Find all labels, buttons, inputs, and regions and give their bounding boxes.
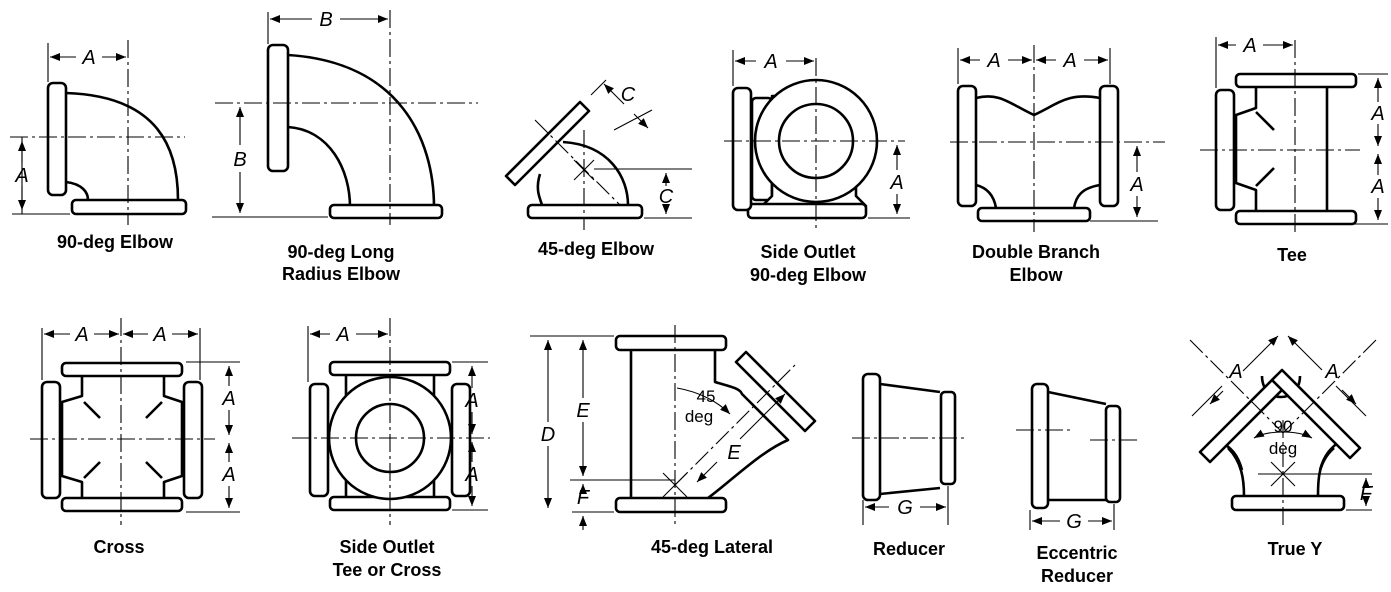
dim-label: A: [1370, 176, 1384, 198]
dim-label: A: [1324, 361, 1338, 383]
caption-line: Side Outlet: [760, 242, 855, 262]
fitting-lateral: D E F E 45 deg 45-deg Lateral: [530, 325, 817, 557]
fitting-eccentric-reducer: G Eccentric Reducer: [1016, 382, 1140, 586]
dim-label: A: [1129, 174, 1143, 196]
caption-line: Reducer: [1041, 566, 1113, 586]
fitting-cross: A A A A Cross: [30, 318, 240, 557]
fitting-double-branch-elbow: A A A Double Branch Elbow: [950, 45, 1165, 285]
fitting-side-outlet-elbow: A A Side Outlet 90-deg Elbow: [724, 50, 910, 285]
fitting-elbow45: C C 45-deg Elbow: [504, 79, 692, 259]
dim-label: A: [221, 388, 235, 410]
caption-line: 45-deg Lateral: [651, 537, 773, 557]
fitting-long-radius-elbow: B B 90-deg Long Radius Elbow: [212, 9, 478, 284]
dim-label: B: [319, 9, 332, 31]
dim-label: A: [81, 47, 95, 69]
dim-label: A: [889, 172, 903, 194]
caption-line: Reducer: [873, 539, 945, 559]
dim-label: D: [541, 424, 555, 446]
dim-label: A: [152, 324, 166, 346]
fitting-elbow90: A A 90-deg Elbow: [10, 40, 188, 252]
dim-label: B: [233, 149, 246, 171]
dim-label: A: [14, 165, 28, 187]
caption-line: Tee or Cross: [333, 560, 442, 580]
angle-label: 45: [697, 387, 716, 406]
caption-line: Eccentric: [1036, 543, 1117, 563]
dim-label: A: [464, 390, 478, 412]
fitting-tee: A A A Tee: [1200, 35, 1388, 265]
dim-label: F: [577, 487, 591, 509]
caption-line: Side Outlet: [339, 537, 434, 557]
caption-line: Elbow: [1010, 265, 1064, 285]
caption-line: True Y: [1268, 539, 1323, 559]
caption-line: Cross: [93, 537, 144, 557]
dim-label: F: [1360, 483, 1374, 505]
dim-label: A: [986, 50, 1000, 72]
dim-label: A: [1242, 35, 1256, 57]
caption-line: 90-deg Elbow: [750, 265, 867, 285]
angle-label: 90: [1274, 417, 1293, 436]
fitting-reducer: G Reducer: [852, 372, 965, 559]
dim-label: G: [1066, 511, 1082, 533]
dim-label: A: [763, 51, 777, 73]
angle-label: deg: [1269, 439, 1297, 458]
dim-label: A: [1370, 103, 1384, 125]
dim-label: G: [897, 497, 913, 519]
angle-label: deg: [685, 407, 713, 426]
dim-label: A: [1062, 50, 1076, 72]
caption-line: 90-deg Long: [288, 242, 395, 262]
dim-label: C: [621, 84, 636, 106]
fitting-true-y: A A F 90 deg True Y: [1189, 335, 1377, 559]
caption-line: 90-deg Elbow: [57, 232, 174, 252]
dim-label: A: [1228, 361, 1242, 383]
fitting-side-outlet-tee: A A A Side Outlet Tee or Cross: [292, 318, 490, 580]
caption-line: Radius Elbow: [282, 264, 401, 284]
caption-line: Double Branch: [972, 242, 1100, 262]
caption-line: 45-deg Elbow: [538, 239, 655, 259]
dim-label: A: [464, 464, 478, 486]
dim-label: A: [74, 324, 88, 346]
caption-line: Tee: [1277, 245, 1307, 265]
dim-label: C: [659, 186, 674, 208]
dim-label: A: [221, 464, 235, 486]
dim-label: E: [576, 400, 590, 422]
dim-label: E: [727, 442, 741, 464]
dim-label: A: [335, 324, 349, 346]
